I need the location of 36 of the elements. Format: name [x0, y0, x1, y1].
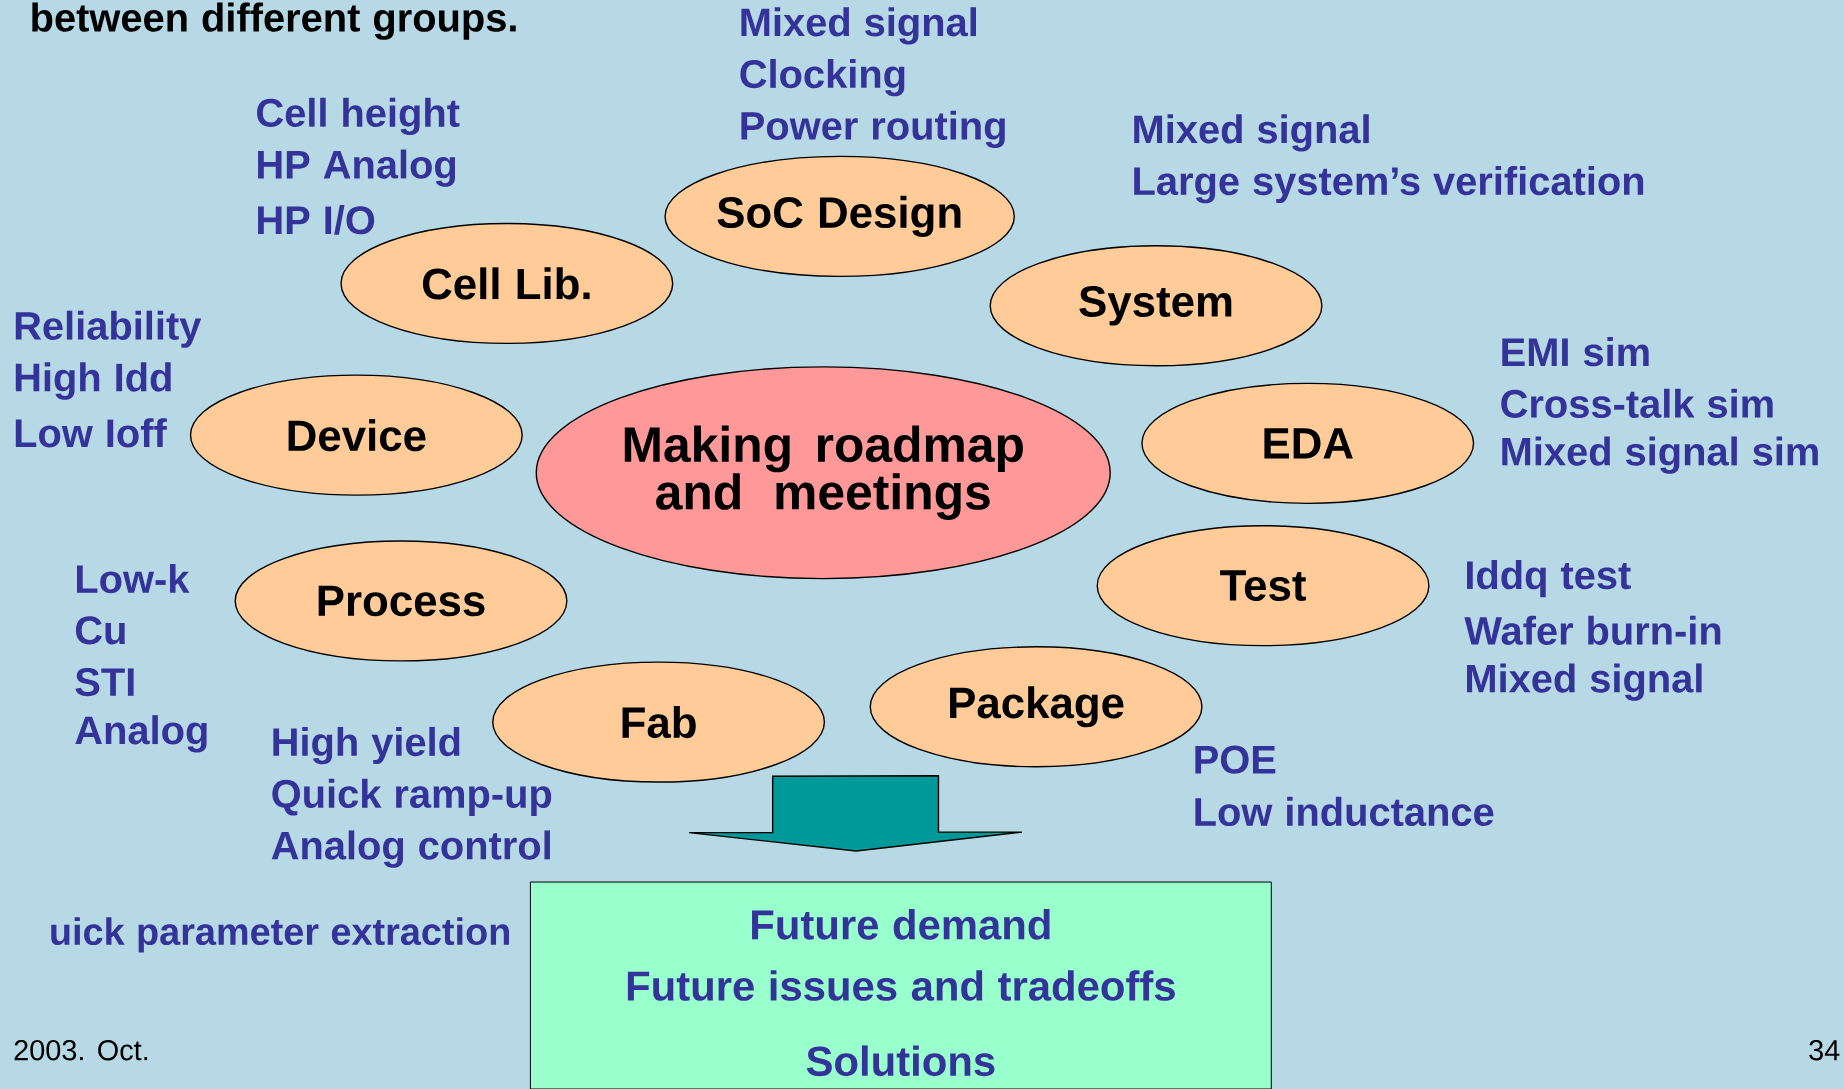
annotation-text: Mixed signal	[1134, 114, 1369, 152]
annotation-text: Iddq test	[1467, 560, 1631, 598]
slide-title: between different groups.	[32, 2, 516, 40]
ellipse-node: EDA	[1141, 382, 1475, 505]
annotation-text: Low Ioff	[15, 418, 167, 448]
ellipse-node: Fab	[492, 661, 826, 783]
annotation-text: STI	[75, 668, 134, 697]
annotation-text: High yield	[273, 726, 460, 765]
block-arrow	[688, 774, 1023, 852]
footer-date: 2003. Oct.	[14, 1039, 148, 1061]
annotation-text: Large system’s verification	[1134, 166, 1644, 204]
annotation-text: Analog	[75, 715, 207, 753]
annotation-text: Reliability	[15, 310, 202, 348]
ellipse-node: Process	[234, 540, 568, 662]
annotation-text: Low inductance	[1195, 796, 1494, 827]
annotation-text: Low-k	[76, 563, 190, 594]
annotation-text: HP Analog	[258, 149, 456, 187]
annotation-text: EMI sim	[1502, 337, 1649, 367]
ellipse-node: SoC Design	[664, 155, 1016, 278]
annotation-text: Mixed signal	[741, 7, 976, 45]
annotation-text: Analog control	[271, 830, 550, 868]
annotation-text: Cross-talk sim	[1501, 388, 1773, 418]
ellipse-node: Test	[1096, 524, 1430, 647]
annotation-text: Wafer burn-in	[1464, 615, 1721, 645]
annotation-text: Cu	[75, 616, 125, 645]
annotation-text: Mixed signal sim	[1502, 436, 1818, 474]
annotation-text: Clocking	[740, 58, 905, 97]
ellipse-node: Device	[189, 374, 523, 496]
annotation-text: High Idd	[15, 362, 171, 400]
annotation-text: Cell height	[257, 97, 460, 136]
ellipse-node: System	[989, 245, 1323, 367]
ellipse-node: Making roadmap and meetings	[535, 366, 1111, 580]
result-box: Future demand Future issues and tradeoffs Solutions	[529, 881, 1272, 1089]
annotation-text: Power routing	[741, 110, 1005, 148]
page-number: 34	[1809, 1039, 1840, 1061]
annotation-text: Mixed signal	[1467, 663, 1702, 701]
